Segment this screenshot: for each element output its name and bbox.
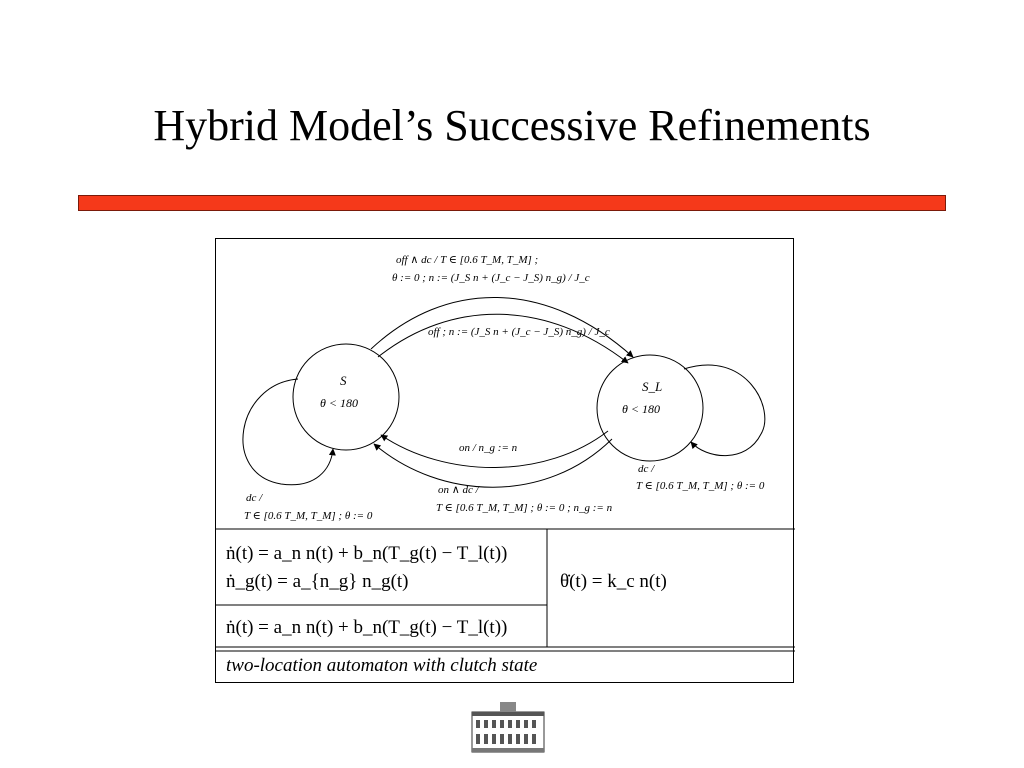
s-dynamics-eq-1: ṅ(t) = a_n n(t) + b_n(T_g(t) − T_l(t)) (226, 543, 508, 564)
automaton-figure: S θ < 180 S_L θ < 180 off ∧ dc / T ∈ [0.… (215, 238, 795, 683)
edge-bottom-outer (373, 438, 613, 488)
sl-dynamics-eq: ṅ(t) = a_n n(t) + b_n(T_g(t) − T_l(t)) (226, 617, 508, 638)
self-loop-s-line1: dc / (246, 492, 263, 504)
bottom-edge-1-label: on / n_g := n (459, 442, 518, 454)
self-loop-s (242, 378, 336, 486)
self-loop-sl (683, 364, 766, 457)
self-loop-sl-line1: dc / (638, 463, 655, 475)
building-logo-icon (471, 702, 545, 753)
slide-title: Hybrid Model’s Successive Refinements (153, 101, 871, 150)
edge-bottom-inner (380, 430, 609, 468)
self-loop-sl-line2: T ∈ [0.6 T_M, T_M] ; θ := 0 (636, 480, 765, 492)
state-sl-name: S_L (642, 379, 662, 394)
automaton-diagram: S θ < 180 S_L θ < 180 off ∧ dc / T ∈ [0.… (216, 254, 795, 652)
self-loop-s-line2: T ∈ [0.6 T_M, T_M] ; θ := 0 (244, 510, 373, 522)
figure-caption: two-location automaton with clutch state (226, 655, 538, 676)
edge-top-inner (377, 313, 629, 364)
title-divider (78, 195, 946, 211)
state-s-name: S (340, 373, 347, 388)
edge-top-outer (370, 297, 634, 358)
bottom-edge-2-line1: on ∧ dc / (438, 484, 480, 496)
state-sl-invariant: θ < 180 (622, 402, 660, 416)
s-dynamics-eq-2: ṅ_g(t) = a_{n_g} n_g(t) (226, 571, 409, 592)
top-edge-1-line2: θ := 0 ; n := (J_S n + (J_c − J_S) n_g) … (392, 272, 590, 284)
state-sl (596, 354, 704, 462)
state-s-invariant: θ < 180 (320, 396, 358, 410)
top-edge-2-label: off ; n := (J_S n + (J_c − J_S) n_g) / J… (428, 326, 610, 338)
clutch-eq: θ̇(t) = k_c n(t) (560, 571, 667, 592)
state-s (292, 343, 400, 451)
top-edge-1-line1: off ∧ dc / T ∈ [0.6 T_M, T_M] ; (396, 254, 538, 266)
bottom-edge-2-line2: T ∈ [0.6 T_M, T_M] ; θ := 0 ; n_g := n (436, 502, 613, 514)
